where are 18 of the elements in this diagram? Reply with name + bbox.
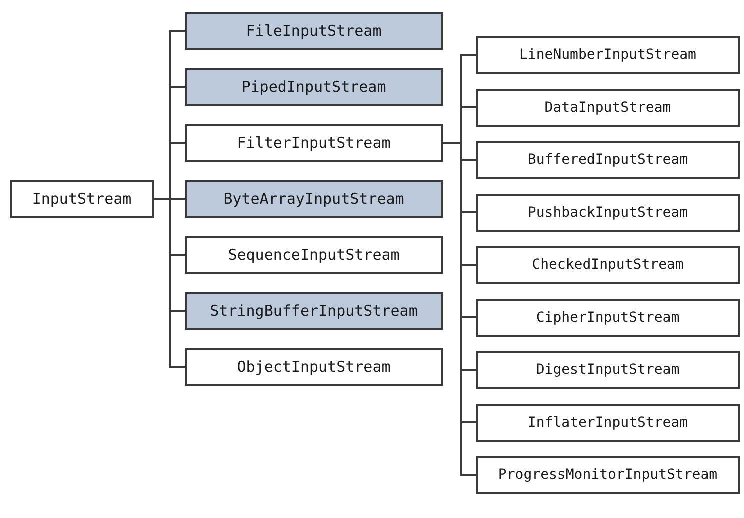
class-box: ByteArrayInputStream [185, 180, 443, 218]
class-box: ObjectInputStream [185, 348, 443, 386]
connector-line [443, 142, 476, 476]
class-box: CipherInputStream [476, 298, 740, 336]
class-box: DataInputStream [476, 88, 740, 126]
class-box: BufferedInputStream [476, 141, 740, 179]
class-box: LineNumberInputStream [476, 36, 740, 74]
class-box: PipedInputStream [185, 68, 443, 106]
class-box: FileInputStream [185, 12, 443, 50]
class-box: StringBufferInputStream [185, 292, 443, 330]
class-box: SequenceInputStream [185, 236, 443, 274]
class-box: PushbackInputStream [476, 194, 740, 232]
class-box: InputStream [10, 180, 154, 218]
class-box: DigestInputStream [476, 351, 740, 389]
class-box: InflaterInputStream [476, 404, 740, 442]
class-box: ProgressMonitorInputStream [476, 456, 740, 494]
class-box: CheckedInputStream [476, 246, 740, 284]
class-box: FilterInputStream [185, 124, 443, 162]
